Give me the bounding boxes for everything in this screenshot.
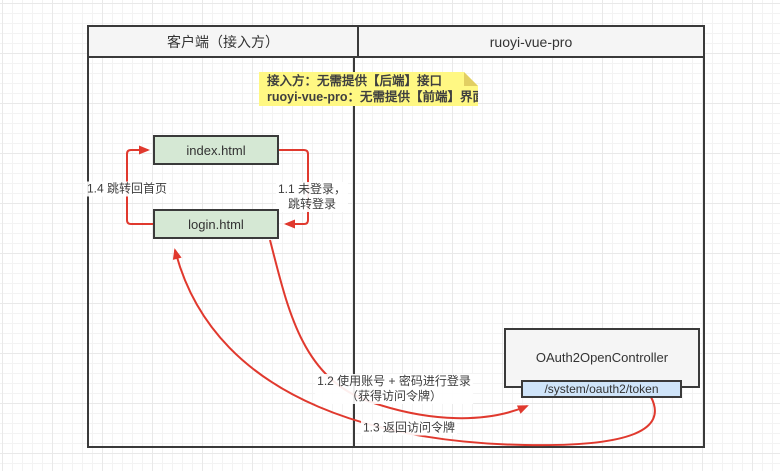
node-login-html-label: login.html <box>188 216 244 232</box>
node-token-endpoint-label: /system/oauth2/token <box>544 382 659 396</box>
sticky-note-line1: 接入方：无需提供【后端】接口 <box>267 74 443 88</box>
node-login-html: login.html <box>153 209 279 239</box>
node-token-endpoint: /system/oauth2/token <box>521 380 682 398</box>
lane-header-client: 客户端（接入方） <box>89 27 359 56</box>
swimlane-header-row: 客户端（接入方） ruoyi-vue-pro <box>87 25 705 58</box>
edge-label-1-3: 1.3 返回访问令牌 <box>360 420 458 436</box>
edge-label-1-2: 1.2 使用账号 + 密码进行登录 （获得访问令牌） <box>315 374 473 404</box>
sticky-note-line2: ruoyi-vue-pro：无需提供【前端】界面 <box>267 89 486 104</box>
edge-label-1-1-line1: 1.1 未登录， <box>277 182 347 196</box>
edge-label-1-2-line2: （获得访问令牌） <box>345 389 443 403</box>
node-oauth2-open-controller-label: OAuth2OpenController <box>535 350 669 365</box>
lane-header-client-label: 客户端（接入方） <box>167 33 279 50</box>
edge-label-1-4: 1.4 跳转回首页 <box>84 181 170 197</box>
edge-label-1-1: 1.1 未登录， 跳转登录 <box>275 182 349 212</box>
edge-label-1-4-text: 1.4 跳转回首页 <box>86 181 168 196</box>
edge-label-1-3-text: 1.3 返回访问令牌 <box>362 420 456 435</box>
node-oauth2-open-controller: OAuth2OpenController <box>504 328 700 388</box>
lane-header-server: ruoyi-vue-pro <box>359 27 703 56</box>
lane-header-server-label: ruoyi-vue-pro <box>489 33 573 50</box>
sticky-note: 接入方：无需提供【后端】接口 ruoyi-vue-pro：无需提供【前端】界面 <box>259 72 478 106</box>
node-index-html: index.html <box>153 135 279 165</box>
node-index-html-label: index.html <box>186 142 246 158</box>
edge-label-1-2-line1: 1.2 使用账号 + 密码进行登录 <box>317 374 471 388</box>
edge-label-1-1-line2: 跳转登录 <box>287 197 336 211</box>
